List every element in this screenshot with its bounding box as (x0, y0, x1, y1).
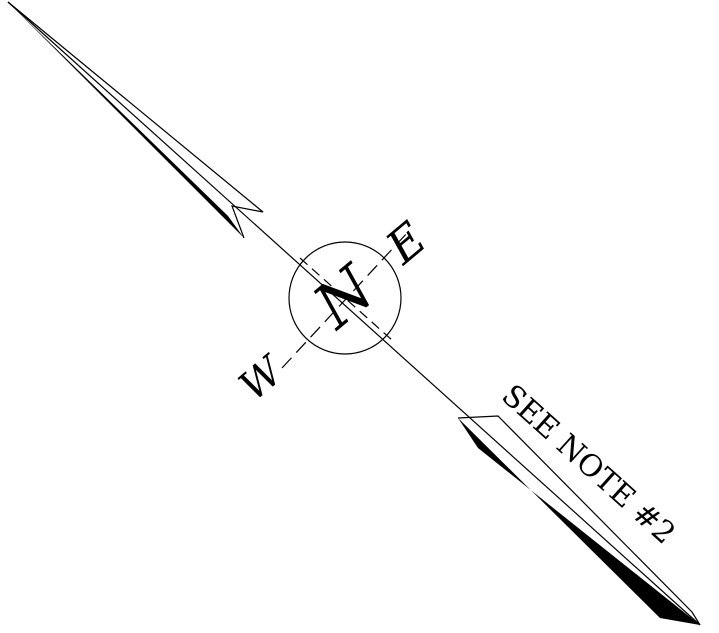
east-letter: E (375, 211, 436, 275)
west-letter: W (231, 347, 294, 411)
north-south-axis (299, 257, 393, 341)
north-letter: N (298, 250, 390, 344)
lower-arrowhead (457, 415, 701, 626)
arrow-shaft (7, 1, 701, 626)
east-west-axis (281, 231, 409, 369)
upper-arrowhead (7, 1, 264, 239)
compass-circle (288, 241, 402, 355)
